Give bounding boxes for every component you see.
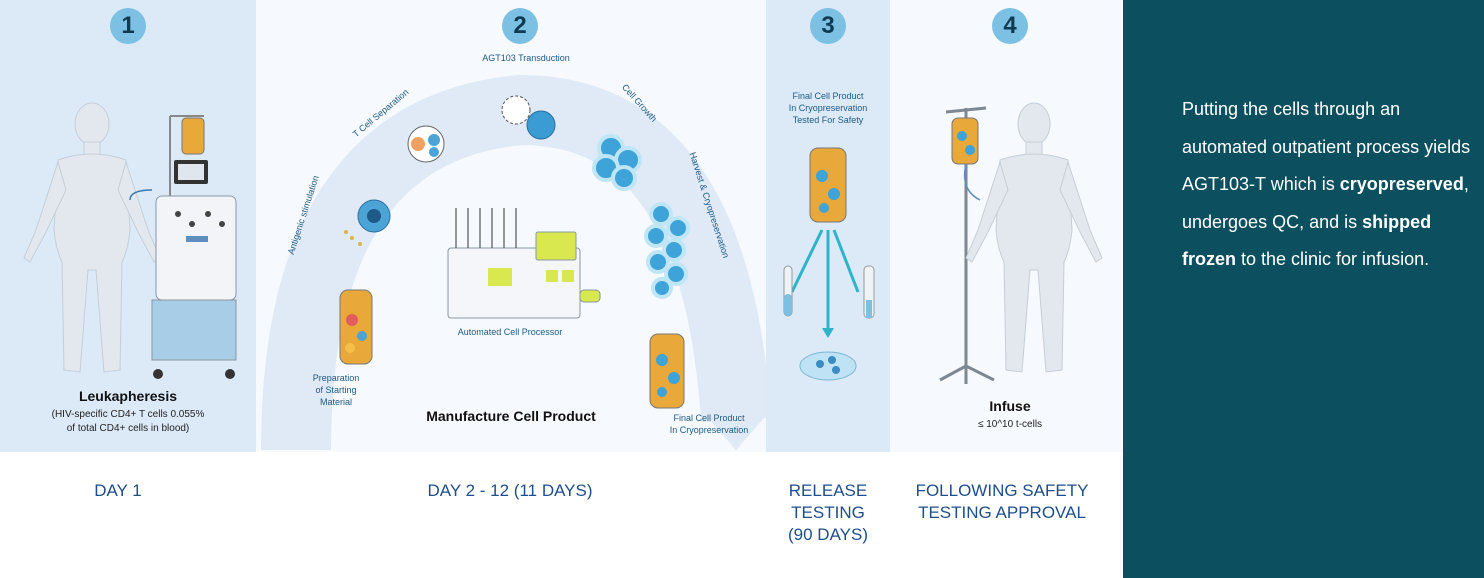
separation-cell-icon <box>407 125 445 163</box>
leukapheresis-subtitle-line-1: (HIV-specific CD4+ T cells 0.055% <box>51 409 205 420</box>
starting-material-bag-icon <box>339 289 373 365</box>
leukapheresis-illustration <box>23 102 237 379</box>
apheresis-machine-icon <box>129 115 237 379</box>
syringe-icon <box>863 265 875 319</box>
label-tested-for-safety: Final Cell Product In Cryopreservation T… <box>788 91 868 125</box>
petri-dish-icon <box>799 351 857 381</box>
label-transduction: AGT103 Transduction <box>482 53 570 63</box>
side-description: Putting the cells through an automated o… <box>1182 99 1471 270</box>
infusion-bag-icon <box>951 117 981 201</box>
label-automated-cell-processor: Automated Cell Processor <box>457 327 563 337</box>
day-label-4: FOLLOWING SAFETY TESTING APPROVAL <box>915 481 1089 522</box>
step-number-4: 4 <box>992 8 1028 44</box>
testing-arrows-icon <box>790 229 860 328</box>
cryo-bag-icon <box>809 147 847 223</box>
infusion-illustration <box>939 102 1103 384</box>
manufacture-title: Manufacture Cell Product <box>426 408 596 424</box>
panel-manufacture: 2 <box>256 0 766 452</box>
step-number-2: 2 <box>502 8 538 44</box>
manufacture-illustration <box>261 74 766 451</box>
harvest-cells-icon <box>644 202 690 299</box>
step-number-3: 3 <box>810 8 846 44</box>
day-label-3: RELEASE TESTING (90 DAYS) <box>788 481 868 544</box>
panel-release-testing: 3 Final Cell Product In Cryopreservation… <box>766 0 890 452</box>
infuse-title: Infuse <box>989 398 1031 414</box>
side-info-panel: Putting the cells through an automated o… <box>1123 0 1484 578</box>
patient-figure-icon <box>965 102 1103 373</box>
panel-leukapheresis: 1 Leukapheresis (HIV-specific CD4+ T cel… <box>0 0 256 452</box>
label-preparation: Preparation of Starting Material <box>312 373 360 407</box>
leukapheresis-subtitle-line-2: of total CD4+ cells in blood) <box>66 423 190 434</box>
release-testing-illustration <box>783 147 875 381</box>
infuse-subtitle: ≤ 10^10 t-cells <box>977 419 1043 430</box>
leukapheresis-title: Leukapheresis <box>78 388 178 404</box>
day-label-2: DAY 2 - 12 (11 DAYS) <box>427 481 593 500</box>
bold-shipped-frozen: shipped frozen <box>1182 211 1432 270</box>
bold-cryopreserved: cryopreserved <box>1339 174 1464 195</box>
automated-cell-processor-icon <box>447 208 601 319</box>
step-number-1: 1 <box>110 8 146 44</box>
transduction-cell-icon <box>501 95 556 140</box>
day-label-1: DAY 1 <box>94 481 142 500</box>
cell-growth-icon <box>592 134 642 191</box>
final-product-bag-icon <box>649 333 685 409</box>
label-final-product: Final Cell Product In Cryopreservation <box>669 413 749 435</box>
test-tube-icon <box>783 265 793 317</box>
panel-infuse: 4 Infuse ≤ 10^10 t-cells <box>890 0 1122 452</box>
human-figure-icon <box>23 102 161 373</box>
stimulation-cell-icon <box>344 199 391 246</box>
